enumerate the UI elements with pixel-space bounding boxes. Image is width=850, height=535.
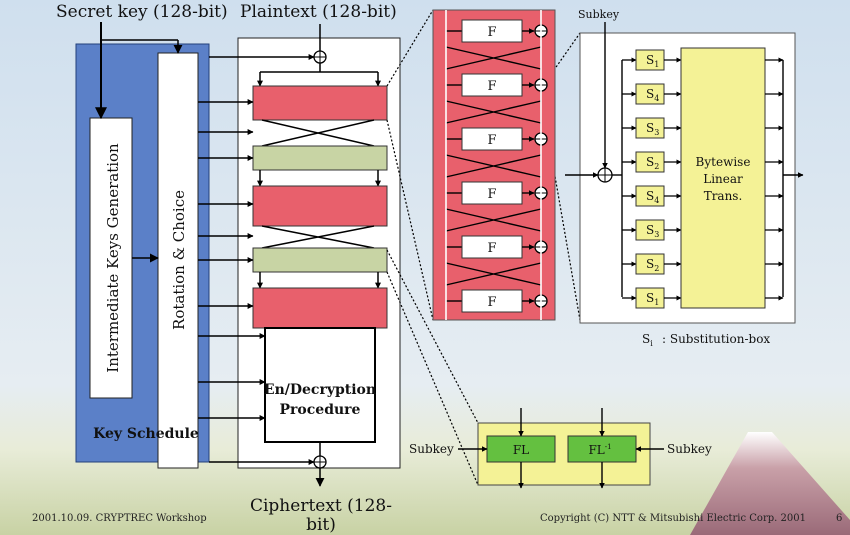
subkey-arrows <box>198 99 315 465</box>
page-number: 6 <box>836 513 842 524</box>
f-function-label: F <box>487 25 496 40</box>
round-block-3 <box>252 287 388 329</box>
sbox-legend-symbol: Si <box>642 332 653 348</box>
intermediate-keys-label: Intermediate Keys Generation <box>104 143 122 373</box>
sbox-label: S1 <box>646 291 659 307</box>
feistel-swap <box>445 154 542 178</box>
intermediate-keys-box <box>89 117 133 399</box>
feistel-swap <box>445 208 542 232</box>
plaintext-label: Plaintext (128-bit) <box>240 2 397 22</box>
f-subkey-label: Subkey <box>578 8 620 21</box>
feistel-panel <box>432 9 556 321</box>
sbox-label: S3 <box>646 121 659 137</box>
sbox-label: S4 <box>646 189 659 205</box>
footer-left: 2001.10.09. CRYPTREC Workshop <box>32 513 207 524</box>
f-function-label: F <box>487 133 496 148</box>
f-function-label: F <box>487 295 496 310</box>
round-block-1 <box>252 85 388 121</box>
footer-right: Copyright (C) NTT & Mitsubishi Electric … <box>540 513 806 524</box>
sbox-label: S4 <box>646 87 659 103</box>
linear-transform-box <box>680 47 766 309</box>
fl-subkey-right: Subkey <box>667 442 712 456</box>
ciphertext-label-line1: Ciphertext (128- <box>250 496 392 516</box>
mountain-decoration <box>690 432 850 535</box>
feistel-network: F F F F F F <box>445 19 548 313</box>
fl-layer-block-2 <box>252 247 388 273</box>
sbox-legend-text: : Substitution-box <box>662 332 770 346</box>
sbox-label: S2 <box>646 155 659 171</box>
rotation-choice-label: Rotation & Choice <box>170 190 188 330</box>
fl-layer-block-1 <box>252 145 388 171</box>
linear-label-line3: Trans. <box>704 189 743 203</box>
sbox-label: S2 <box>646 257 659 273</box>
sbox-label: S3 <box>646 223 659 239</box>
feistel-swap <box>445 46 542 70</box>
linear-output-lines <box>765 57 784 301</box>
linear-label-line1: Bytewise <box>696 155 751 169</box>
round-block-2 <box>252 185 388 227</box>
key-schedule-title: Key Schedule <box>93 426 199 442</box>
feistel-swap <box>445 100 542 124</box>
rotation-choice-box <box>157 52 199 469</box>
procedure-box <box>264 327 376 443</box>
f-function-label: F <box>487 241 496 256</box>
procedure-label-line2: Procedure <box>280 402 361 418</box>
feistel-swap <box>445 262 542 286</box>
secret-key-label: Secret key (128-bit) <box>56 2 228 22</box>
linear-label-line2: Linear <box>703 172 743 186</box>
f-function-label: F <box>487 79 496 94</box>
fl-inverse-label: FL-1 <box>588 443 611 457</box>
f-function-label: F <box>487 187 496 202</box>
fl-subkey-left: Subkey <box>409 442 454 456</box>
fl-label: FL <box>513 443 529 457</box>
sbox-label: S1 <box>646 53 659 69</box>
procedure-label-line1: En/Decryption <box>264 382 376 398</box>
ciphertext-label-line2: bit) <box>306 515 336 535</box>
